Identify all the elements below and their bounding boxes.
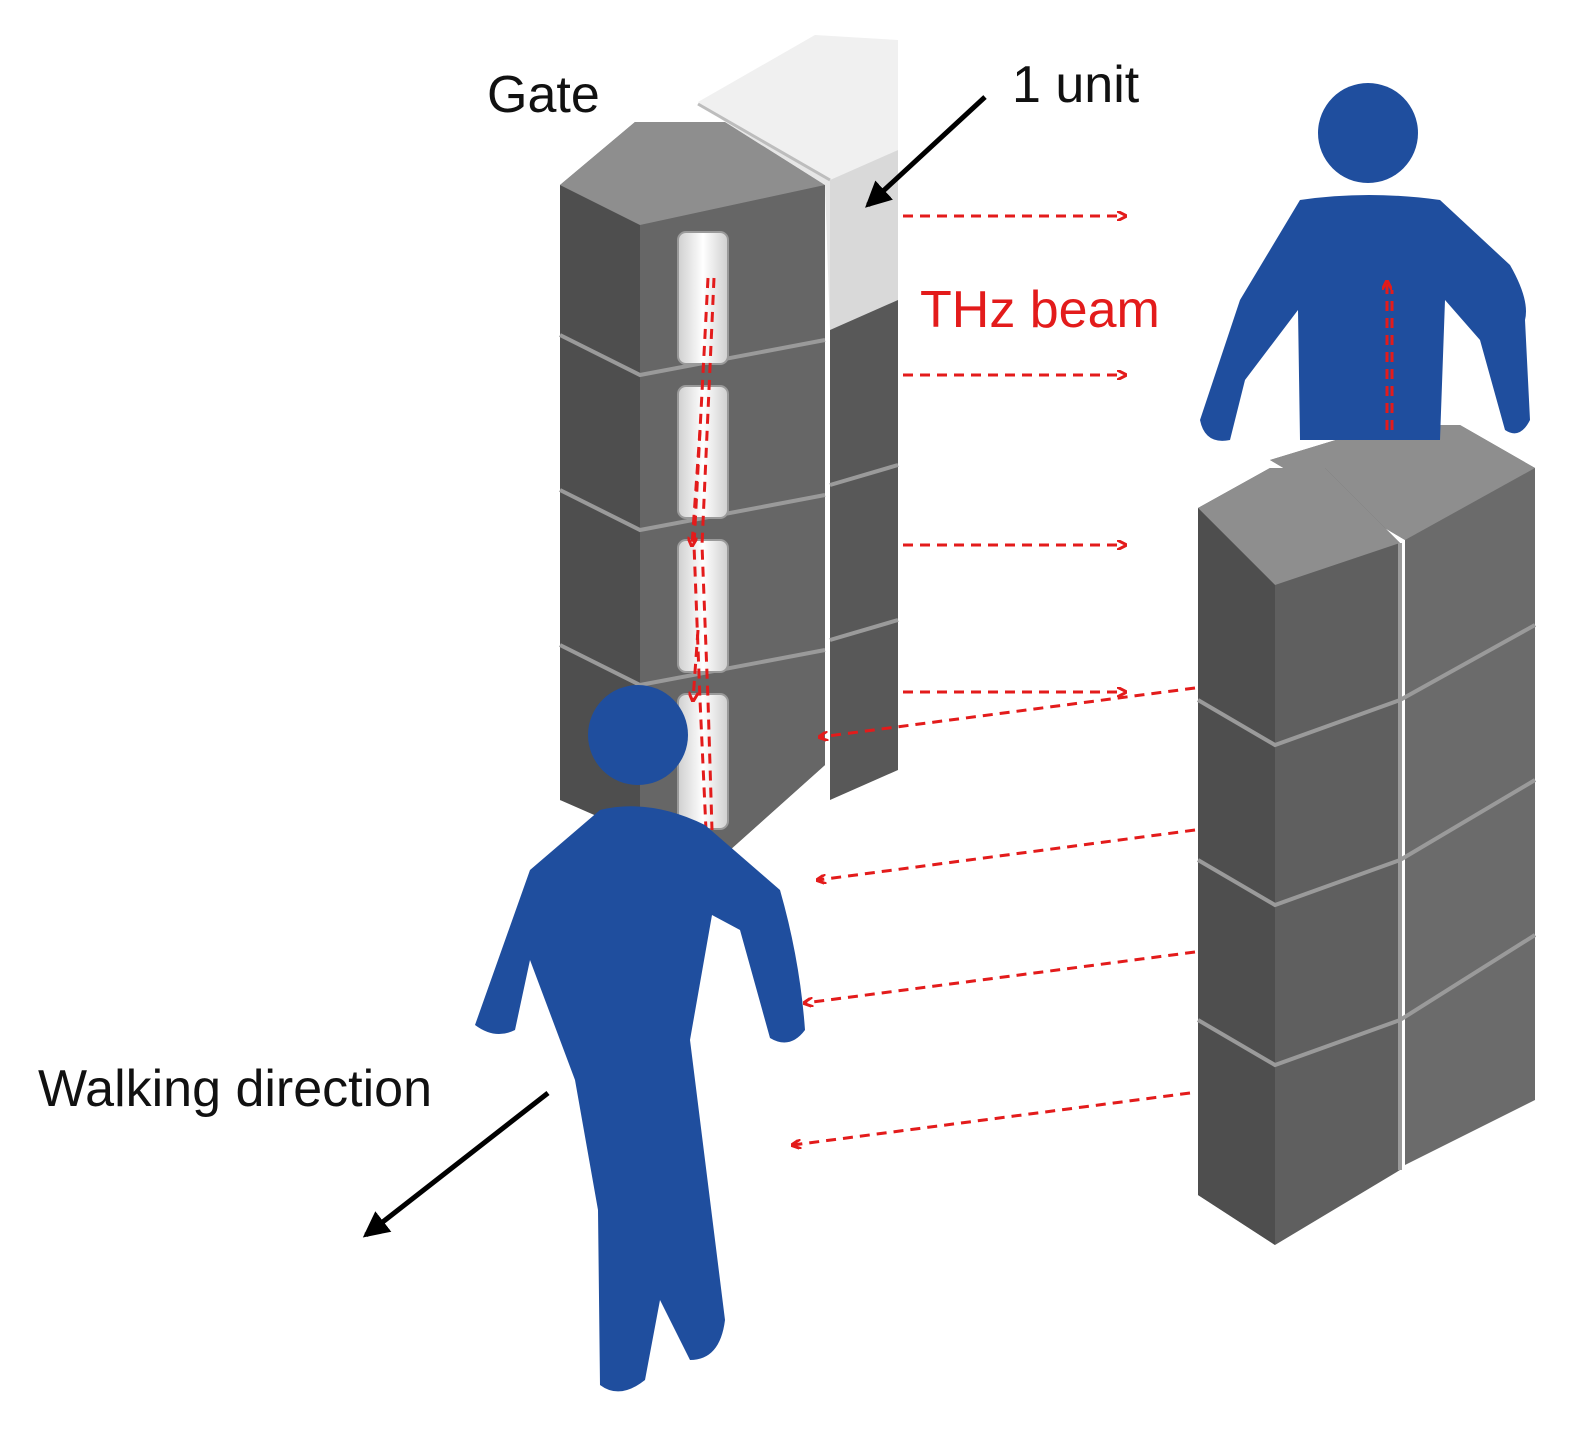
walking-direction-arrow xyxy=(362,1091,550,1238)
left-back-column xyxy=(829,280,899,800)
thz-beam-label: THz beam xyxy=(920,281,1160,339)
right-seams xyxy=(1196,543,1537,1170)
left-main-seams xyxy=(559,333,826,688)
right-gate-tower xyxy=(1196,425,1537,1245)
gate-label: Gate xyxy=(487,66,600,124)
unit-pointer-arrow xyxy=(865,95,987,208)
callout-arrows xyxy=(362,95,987,1238)
unit-label: 1 unit xyxy=(1012,56,1140,114)
walking-direction-label: Walking direction xyxy=(38,1060,432,1118)
thz-beams xyxy=(692,216,1394,1145)
standing-person-icon xyxy=(1200,83,1530,441)
walking-person-icon xyxy=(475,685,805,1392)
left-main-column xyxy=(559,122,826,850)
left-gate-tower xyxy=(559,35,899,850)
right-front-column xyxy=(1198,468,1400,1245)
